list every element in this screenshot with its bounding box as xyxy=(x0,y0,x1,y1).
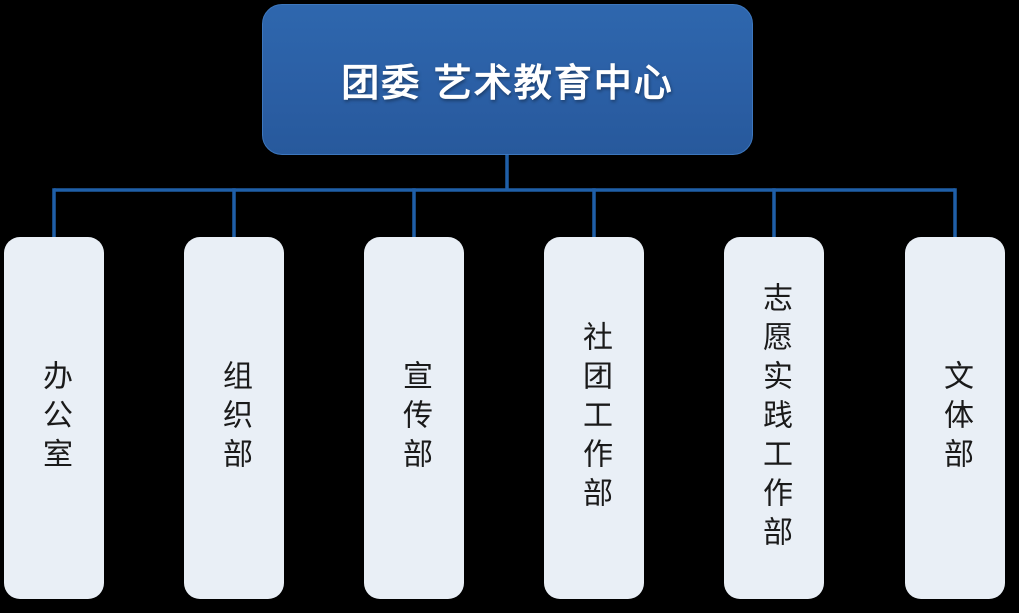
department-node-office: 办公室 xyxy=(4,237,104,599)
root-node-label: 团委 艺术教育中心 xyxy=(341,63,674,105)
department-node-culture-sports: 文体部 xyxy=(905,237,1005,599)
department-node-club-work: 社团工作部 xyxy=(544,237,644,599)
department-label: 办公室 xyxy=(38,359,71,477)
department-label: 宣传部 xyxy=(398,359,431,477)
department-node-publicity: 宣传部 xyxy=(364,237,464,599)
department-label: 文体部 xyxy=(939,359,972,477)
department-node-volunteer-practice: 志愿实践工作部 xyxy=(724,237,824,599)
root-node: 团委 艺术教育中心 xyxy=(262,4,753,155)
department-label: 志愿实践工作部 xyxy=(758,281,791,555)
department-label: 组织部 xyxy=(218,359,251,477)
department-node-organization: 组织部 xyxy=(184,237,284,599)
department-label: 社团工作部 xyxy=(578,320,611,516)
